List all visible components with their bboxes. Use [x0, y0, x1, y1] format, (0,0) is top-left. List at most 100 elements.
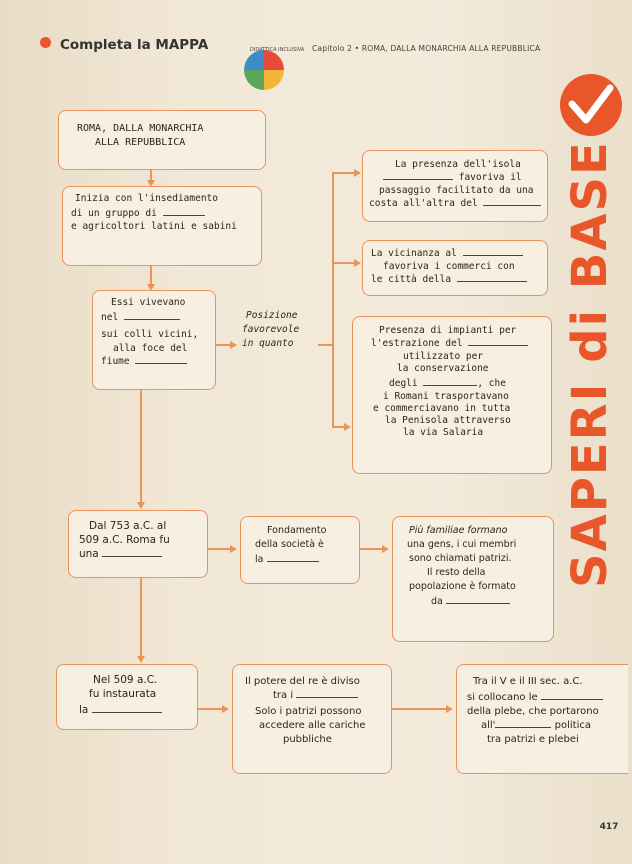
nel509-line1: Nel 509 a.C.	[93, 674, 158, 686]
impianti-line3: utilizzato per	[403, 351, 484, 362]
essi-line1: Essi vivevano	[111, 297, 186, 308]
fondamento-line3: la	[255, 554, 264, 565]
root-line2: ALLA REPUBBLICA	[95, 137, 186, 148]
tra-line4-wrap: all' politica	[481, 719, 591, 732]
fondamento-line2: della società è	[255, 539, 324, 550]
potere-line3: Solo i patrizi possono	[255, 706, 362, 717]
potere-line1: Il potere del re è diviso	[245, 676, 360, 687]
tra-line4: all'	[481, 720, 496, 731]
answer-blank[interactable]	[540, 691, 603, 700]
answer-blank[interactable]	[102, 548, 163, 557]
potere-line5: pubbliche	[283, 734, 332, 745]
essi-line4: alla foce del	[113, 343, 188, 354]
impianti-line7: e commerciavano in tutta	[373, 403, 511, 414]
connector	[392, 708, 448, 710]
posizione-box: Posizione favorevole in quanto	[236, 304, 332, 360]
potere-line4: accedere alle cariche	[259, 720, 366, 731]
inizia-line1: Inizia con l'insediamento	[75, 193, 218, 204]
fondamento-line3-wrap: la	[255, 553, 319, 566]
impianti-line9: la via Salaria	[403, 427, 484, 438]
familiae-line5: popolazione è formato	[409, 581, 516, 592]
isola-box: La presenza dell'isola favoriva il passa…	[362, 150, 548, 222]
arrow-right-icon	[344, 423, 351, 431]
answer-blank[interactable]	[468, 337, 529, 346]
connector	[332, 172, 356, 174]
fondamento-line1: Fondamento	[267, 525, 327, 536]
arrow-right-icon	[230, 545, 237, 553]
connector	[332, 262, 356, 264]
impianti-line5-wrap: degli , che	[389, 377, 506, 390]
connector	[318, 344, 334, 346]
chapter-header: Capitolo 2 • ROMA, DALLA MONARCHIA ALLA …	[312, 44, 541, 53]
impianti-box: Presenza di impianti per l'estrazione de…	[352, 316, 552, 474]
inizia-line2-wrap: di un gruppo di	[71, 207, 205, 220]
page-number: 417	[599, 822, 619, 832]
vicinanza-box: La vicinanza al favoriva i commerci con …	[362, 240, 548, 296]
impianti-line8: la Penisola attraverso	[385, 415, 511, 426]
arrow-right-icon	[446, 705, 453, 713]
vicinanza-line3-wrap: le città della	[371, 273, 527, 286]
familiae-line6-wrap: da	[431, 595, 510, 608]
potere-line2-wrap: tra i	[273, 689, 359, 702]
essi-line5-wrap: fiume	[101, 355, 188, 368]
answer-blank[interactable]	[162, 207, 205, 216]
dal753-line3: una	[79, 548, 99, 560]
tra-line5: tra patrizi e plebei	[487, 734, 579, 745]
puzzle-badge-icon	[244, 50, 284, 90]
connector	[150, 170, 152, 184]
answer-blank[interactable]	[423, 377, 478, 386]
answer-blank[interactable]	[495, 719, 552, 728]
isola-line3: passaggio facilitato da una	[379, 185, 534, 196]
page-title: Completa la MAPPA	[60, 37, 209, 53]
side-label: SAPERI di BASE	[560, 140, 622, 590]
essi-line2-wrap: nel	[101, 311, 180, 324]
bullet-icon	[40, 37, 51, 48]
posizione-line1: Posizione	[246, 310, 298, 321]
answer-blank[interactable]	[445, 595, 510, 604]
vicinanza-line3: le città della	[371, 274, 452, 285]
impianti-line2-wrap: l'estrazione del	[371, 337, 529, 350]
essi-box: Essi vivevano nel sui colli vicini, alla…	[92, 290, 216, 390]
familiae-line3: sono chiamati patrizi.	[409, 553, 512, 564]
answer-blank[interactable]	[123, 311, 180, 320]
connector	[198, 708, 224, 710]
arrow-down-icon	[147, 284, 155, 291]
essi-line5: fiume	[101, 356, 130, 367]
arrow-right-icon	[354, 169, 361, 177]
vicinanza-line1: La vicinanza al	[371, 248, 457, 259]
isola-line4-wrap: costa all'altra del	[369, 197, 542, 210]
answer-blank[interactable]	[383, 171, 453, 180]
tra-line2-wrap: si collocano le	[467, 691, 603, 704]
tra-line4b: politica	[554, 720, 591, 731]
potere-box: Il potere del re è diviso tra i Solo i p…	[232, 664, 392, 774]
familiae-line1: Più familiae formano	[409, 525, 508, 536]
answer-blank[interactable]	[483, 197, 542, 206]
tra-box: Tra il V e il III sec. a.C. si collocano…	[456, 664, 628, 774]
connector	[360, 548, 384, 550]
potere-line2: tra i	[273, 690, 294, 701]
arrow-down-icon	[137, 656, 145, 663]
answer-blank[interactable]	[91, 704, 162, 713]
side-label-text: SAPERI di BASE	[562, 140, 618, 588]
familiae-line6: da	[431, 596, 443, 607]
familiae-line4: Il resto della	[427, 567, 486, 578]
impianti-line2: l'estrazione del	[371, 338, 463, 349]
vicinanza-line1-wrap: La vicinanza al	[371, 247, 523, 260]
answer-blank[interactable]	[462, 247, 523, 256]
inizia-line3: e agricoltori latini e sabini	[71, 221, 237, 232]
isola-line1: La presenza dell'isola	[395, 159, 521, 170]
answer-blank[interactable]	[266, 553, 319, 562]
answer-blank[interactable]	[456, 273, 527, 282]
arrow-down-icon	[137, 502, 145, 509]
impianti-line1: Presenza di impianti per	[379, 325, 517, 336]
badge-label: DIDATTICA INCLUSIVA	[250, 47, 305, 53]
root-line1: ROMA, DALLA MONARCHIA	[77, 123, 204, 134]
answer-blank[interactable]	[135, 355, 188, 364]
root-box: ROMA, DALLA MONARCHIA ALLA REPUBBLICA	[58, 110, 266, 170]
dal753-line3-wrap: una	[79, 547, 163, 561]
answer-blank[interactable]	[296, 689, 359, 698]
connector	[140, 390, 142, 506]
nel509-line3-wrap: la	[79, 703, 162, 717]
impianti-line5: degli	[389, 378, 418, 389]
checkmark-icon	[560, 74, 622, 136]
